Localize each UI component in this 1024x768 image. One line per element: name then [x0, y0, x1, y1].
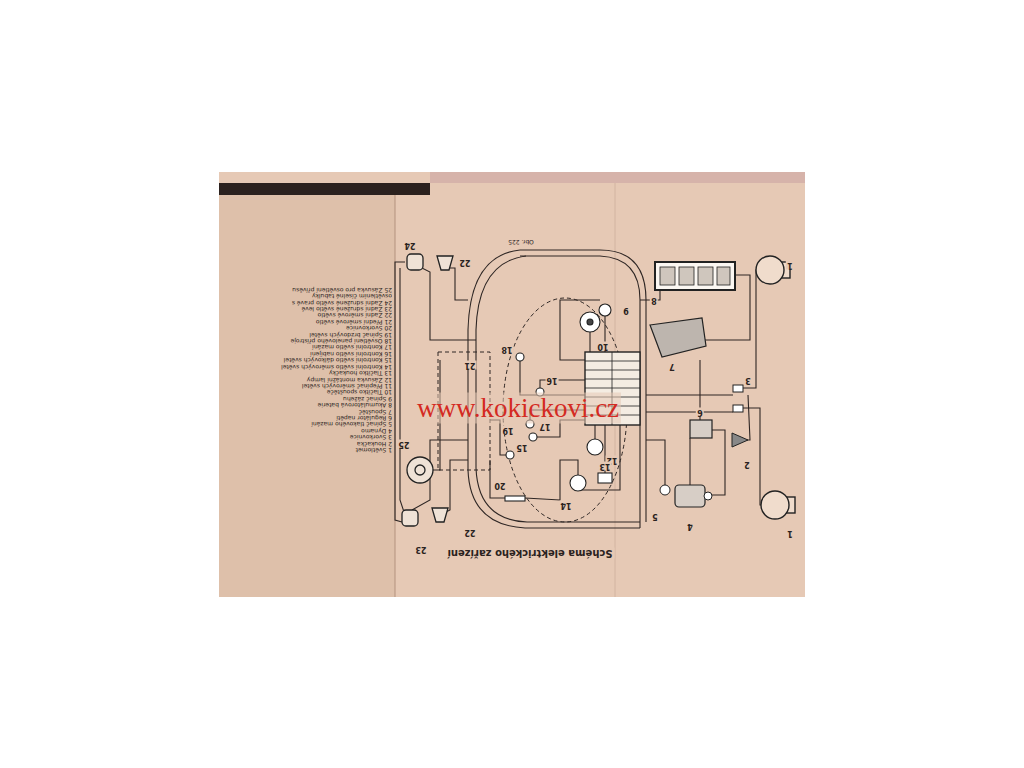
callout-number: 18: [500, 345, 513, 354]
callout-number: 15: [515, 443, 528, 452]
key-entry: 25 Zásuvka pro osvětlení přívěsu: [266, 286, 392, 292]
key-entry: 16 Kontrolní světlo nabíjení: [266, 350, 392, 356]
figure-number: Obr. 225: [508, 239, 534, 246]
callout-number: 19: [501, 426, 514, 435]
callout-number: 4: [686, 522, 694, 531]
callout-number: 8: [650, 296, 658, 305]
callout-number: 22: [458, 258, 471, 267]
key-entry: 10 Tlačítko spouštěče: [266, 389, 392, 395]
diagram-title: Schéma elektrického zařízení: [445, 548, 614, 559]
key-entry: 20 Svorkovnice: [266, 324, 392, 330]
key-entry: 24 Zadní sdružené světlo pravé s osvětle…: [266, 292, 392, 305]
key-entry: 14 Kontrolní světlo směrových světel: [266, 363, 392, 369]
callout-number: 1: [786, 261, 794, 270]
key-entry: 7 Spouštěč: [266, 408, 392, 414]
callout-number: 9: [622, 306, 630, 315]
callout-number: 3: [744, 376, 752, 385]
key-entry: 15 Kontrolní světlo dálkových světel: [266, 356, 392, 362]
callout-number: 23: [414, 545, 427, 554]
callout-number: 2: [743, 460, 751, 469]
callout-number: 24: [403, 241, 416, 250]
watermark: www.kokickovi.cz: [415, 393, 621, 424]
callout-number: 20: [493, 481, 506, 490]
key-entry: 1 Světlomet: [266, 446, 392, 452]
callout-number: 6: [696, 408, 704, 417]
legend-list: 1 Světlomet2 Houkačka3 Svorkovnice4 Dyna…: [266, 286, 392, 453]
key-entry: 22 Zadní směrové světlo: [266, 312, 392, 318]
callout-number: 1: [786, 529, 794, 538]
key-entry: 13 Tlačítko houkačky: [266, 369, 392, 375]
key-entry: 3 Svorkovnice: [266, 433, 392, 439]
callout-number: 10: [596, 342, 609, 351]
callout-number: 22: [463, 528, 476, 537]
key-entry: 9 Spínač zážehu: [266, 395, 392, 401]
key-entry: 5 Spínač tlakového mazání: [266, 421, 392, 427]
callout-number: 16: [545, 376, 558, 385]
callout-number: 13: [598, 462, 611, 471]
callout-number: 5: [651, 512, 659, 521]
key-entry: 19 Spínač brzdových světel: [266, 331, 392, 337]
key-entry: 4 Dynamo: [266, 427, 392, 433]
key-entry: 6 Regulátor napětí: [266, 414, 392, 420]
callout-number: 7: [668, 362, 676, 371]
key-entry: 12 Zásuvka montážní lampy: [266, 376, 392, 382]
key-entry: 8 Akumulátorová baterie: [266, 401, 392, 407]
key-entry: 17 Kontrolní světlo mazání: [266, 344, 392, 350]
callout-number: 25: [397, 440, 410, 449]
key-entry: 21 Přední směrové světlo: [266, 318, 392, 324]
key-entry: 18 Osvětlení panelového přístroje: [266, 337, 392, 343]
callout-number: 14: [559, 501, 572, 510]
callout-number: 21: [463, 361, 476, 370]
key-entry: 23 Zadní sdružené světlo levé: [266, 305, 392, 311]
key-entry: 11 Přepínač směrových světel: [266, 382, 392, 388]
key-entry: 2 Houkačka: [266, 440, 392, 446]
